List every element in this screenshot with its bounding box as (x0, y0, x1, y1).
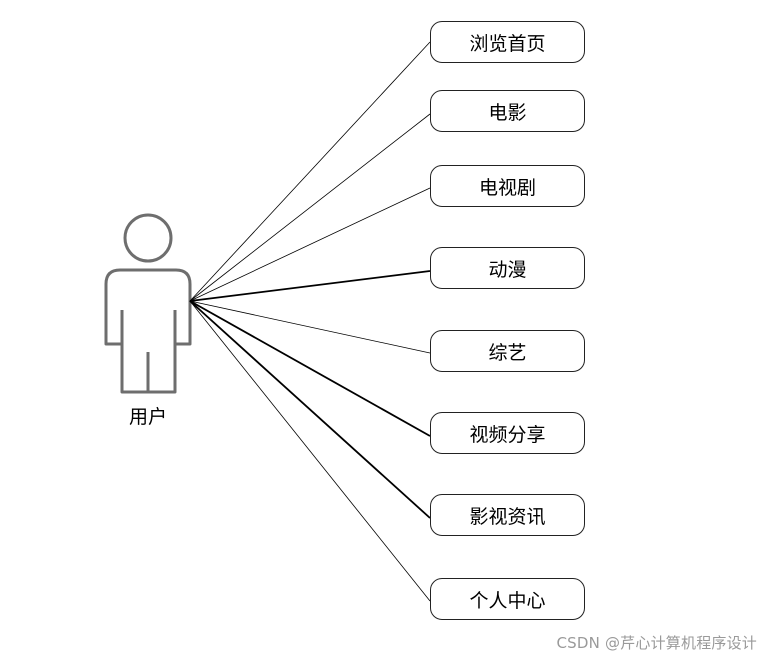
usecase-variety: 综艺 (430, 330, 585, 372)
usecase-anime: 动漫 (430, 247, 585, 289)
watermark-text: CSDN @芹心计算机程序设计 (556, 634, 757, 652)
usecase-browse-home: 浏览首页 (430, 21, 585, 63)
line-movie (189, 113, 431, 302)
actor-body (104, 268, 192, 394)
usecase-video-share: 视频分享 (430, 412, 585, 454)
line-video-share (189, 300, 431, 437)
line-profile (189, 300, 431, 602)
line-film-news (189, 300, 431, 519)
line-tv (189, 187, 431, 302)
actor-head (123, 213, 173, 263)
line-browse-home (189, 41, 431, 302)
line-variety (189, 300, 431, 354)
actor-figure (104, 213, 192, 394)
usecase-profile: 个人中心 (430, 578, 585, 620)
usecase-movie: 电影 (430, 90, 585, 132)
usecase-tv: 电视剧 (430, 165, 585, 207)
association-lines (189, 41, 431, 602)
usecase-film-news: 影视资讯 (430, 494, 585, 536)
actor-label: 用户 (128, 406, 167, 428)
line-anime (189, 270, 431, 302)
